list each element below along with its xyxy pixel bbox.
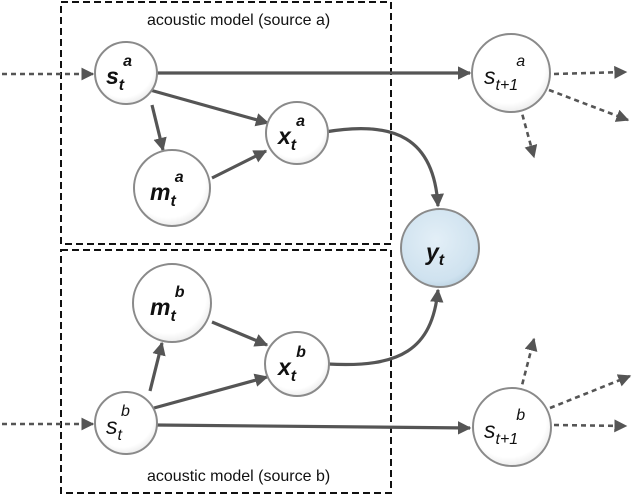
svg-text:mta: mta: [150, 169, 184, 210]
edge-m-t-b-to-x-t-b: [211, 320, 269, 347]
edge-x-t-a-to-y-t: [324, 127, 444, 208]
svg-text:yt: yt: [425, 239, 445, 269]
node-s-t1-b: st+1b: [472, 387, 552, 467]
svg-text:stb: stb: [106, 403, 130, 444]
node-x-t-b: xtb: [264, 331, 330, 397]
edge-s-t-b-to-m-t-b: [148, 341, 166, 392]
svg-text:st+1a: st+1a: [484, 53, 525, 94]
edge-s-t-a-to-x-t-a: [149, 88, 270, 127]
svg-text:xta: xta: [276, 113, 305, 154]
source-a-label: acoustic model (source a): [147, 12, 330, 29]
source-b-label: acoustic model (source b): [147, 468, 330, 485]
node-m-t-a: mta: [133, 149, 211, 227]
node-m-t-b: mtb: [132, 263, 212, 343]
edge-m-t-a-to-x-t-a: [211, 149, 268, 180]
source-b-label-bg: [144, 462, 388, 488]
node-s-t-a: sta: [94, 41, 158, 105]
svg-text:sta: sta: [106, 53, 132, 94]
node-s-t1-a: st+1a: [471, 33, 551, 113]
node-y-t: yt: [400, 208, 480, 288]
edge-s-t-b-to-x-t-b: [153, 373, 269, 410]
edge-out-s-t1-a-2: [548, 88, 630, 122]
svg-text:st+1b: st+1b: [484, 407, 525, 448]
edge-out-s-t1-b-2: [549, 374, 632, 410]
node-x-t-a: xta: [265, 101, 329, 165]
edge-s-t-a-to-m-t-a: [150, 104, 167, 152]
svg-text:xtb: xtb: [276, 344, 306, 385]
source-a-label-bg: [144, 6, 388, 32]
source-b-box: [60, 249, 392, 494]
edge-out-s-t1-b-3: [553, 419, 628, 433]
svg-text:mtb: mtb: [150, 284, 185, 325]
node-s-t-b: stb: [94, 391, 158, 455]
edge-out-s-t1-b-1: [518, 337, 538, 394]
source-a-box: [60, 1, 392, 245]
edge-s-t-b-to-s-t1-b: [154, 421, 472, 435]
edge-out-s-t1-a-1: [553, 65, 628, 79]
edge-x-t-b-to-y-t: [327, 288, 444, 367]
edge-out-s-t1-a-3: [518, 105, 538, 159]
